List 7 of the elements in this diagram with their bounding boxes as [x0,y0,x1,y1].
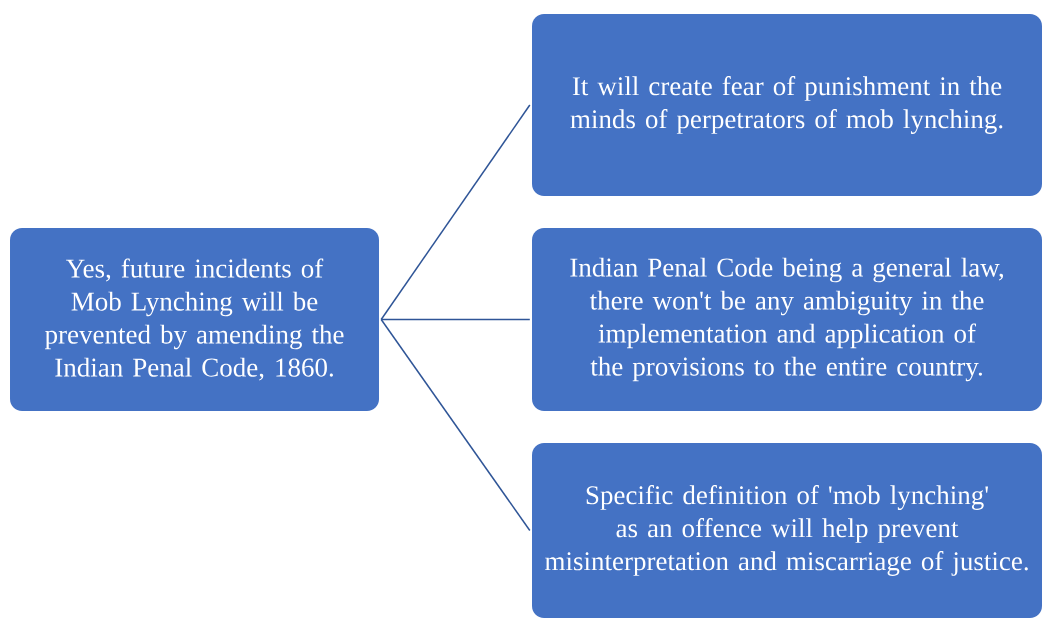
connector-line [380,104,531,321]
text-box: Specific definition of 'mob lynching' as an offence will help prevent misinterpretation and miscarriage of justice. [532,443,1042,618]
text-box: Indian Penal Code being a general law, there won't be any ambiguity in the implementation and application of the provisions to the entire country. [532,228,1042,411]
connector-line [380,318,531,532]
text-box: Yes, future incidents of Mob Lynching will be prevented by amending the Indian Penal Code, 1860. [10,228,379,411]
text-box: It will create fear of punishment in the minds of perpetrators of mob lynching. [532,14,1042,196]
connector-line [380,318,531,321]
